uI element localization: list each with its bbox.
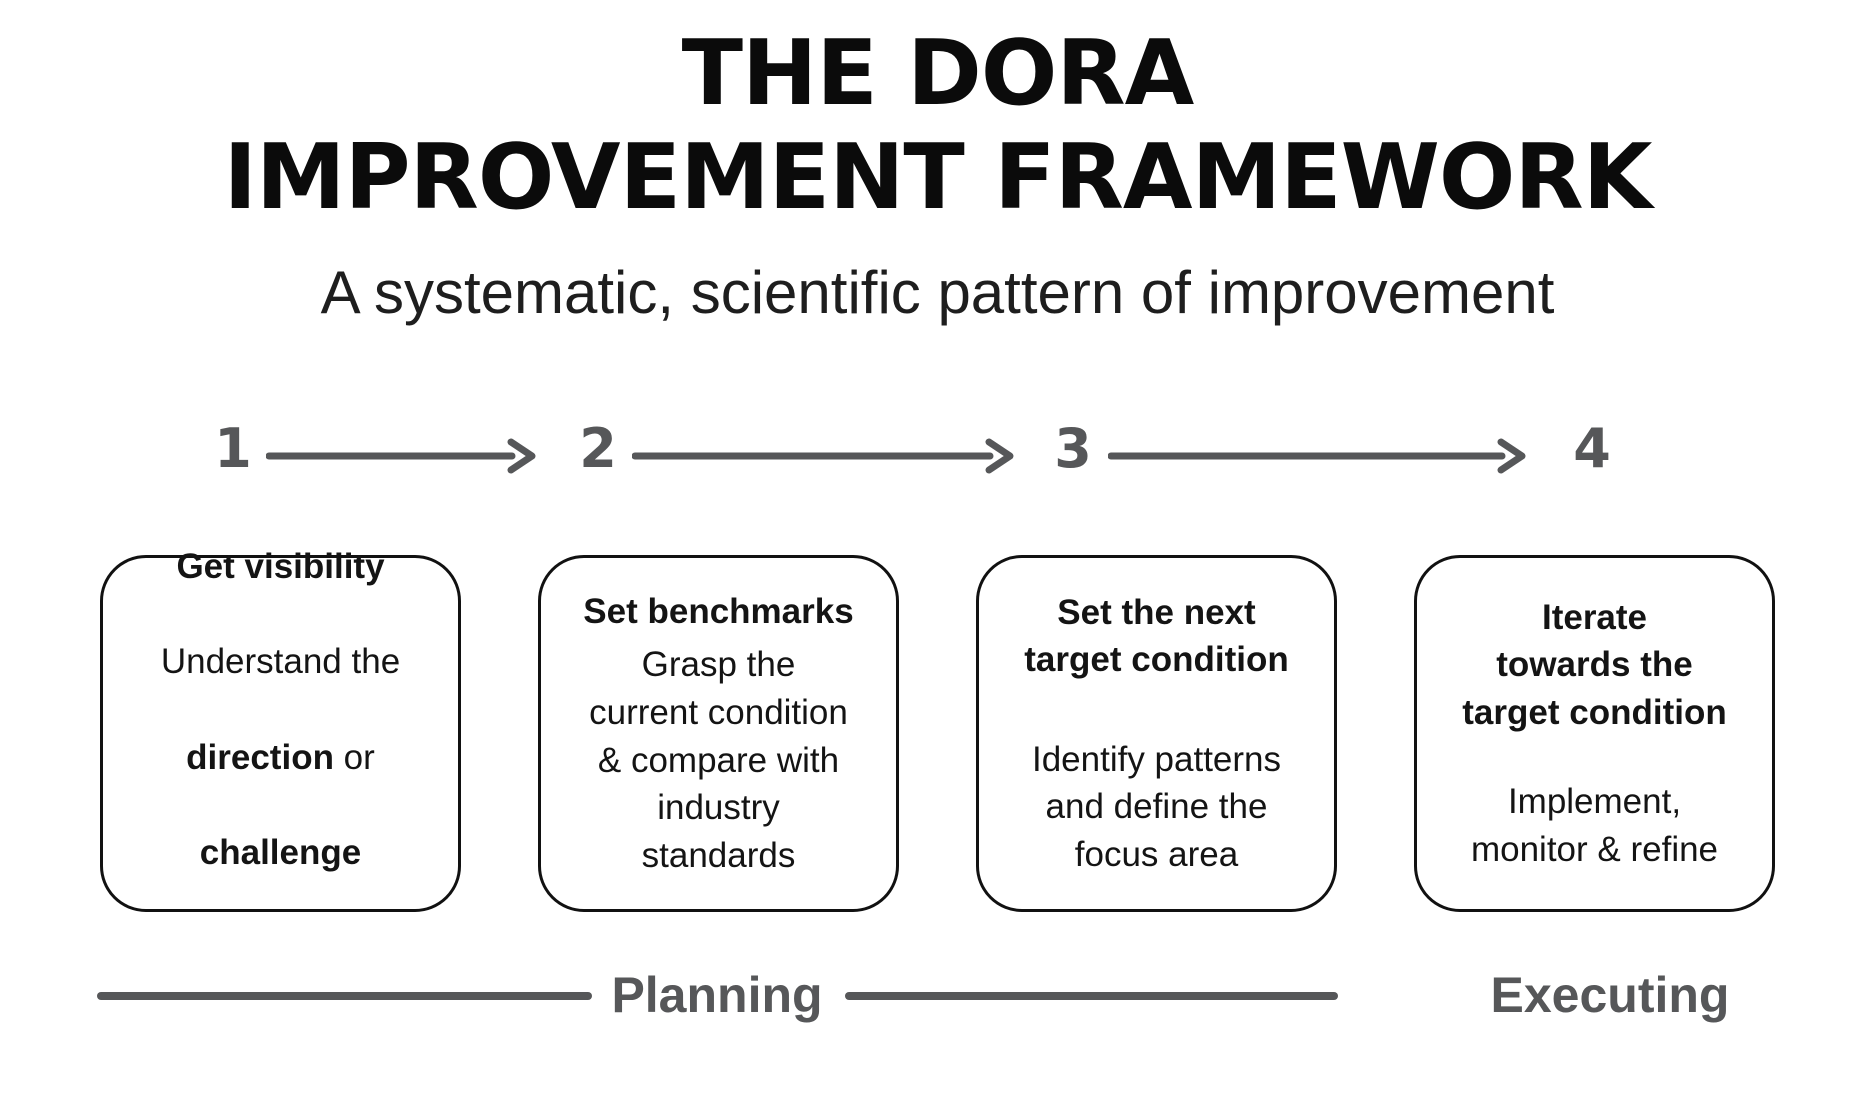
arrow-right-icon bbox=[266, 434, 538, 478]
step-card-3: Set the next target condition Identify p… bbox=[976, 555, 1337, 912]
card-spacer bbox=[1437, 736, 1752, 778]
bold-word: direction bbox=[186, 737, 334, 777]
page-title-line-1: THE DORA bbox=[681, 21, 1195, 126]
step-number-4: 4 bbox=[1573, 417, 1611, 480]
step-card-body: Understand the direction or challenge bbox=[161, 591, 400, 924]
page-title-line-2: IMPROVEMENT FRAMEWORK bbox=[223, 125, 1653, 231]
arrow-right-icon bbox=[632, 434, 1016, 478]
page-subtitle: A systematic, scientific pattern of impr… bbox=[320, 259, 1555, 326]
step-card-1: Get visibility Understand the direction … bbox=[100, 547, 461, 912]
step-card-2: Set benchmarks Grasp the current conditi… bbox=[538, 555, 899, 912]
body-line: Understand the bbox=[160, 642, 401, 682]
phase-label-planning: Planning bbox=[611, 967, 823, 1023]
step-card-body: Grasp the current condition & compare wi… bbox=[589, 645, 848, 875]
step-card-body: Identify patterns and define the focus a… bbox=[1031, 739, 1282, 874]
phase-line-right bbox=[845, 992, 1338, 1000]
step-card-title: Set benchmarks bbox=[583, 591, 854, 631]
step-number-3: 3 bbox=[1054, 417, 1092, 480]
body-line: direction or bbox=[161, 734, 400, 782]
step-card-title: Get visibility bbox=[176, 547, 385, 587]
page-title: THE DORA IMPROVEMENT FRAMEWORK bbox=[0, 21, 1875, 231]
body-line: challenge bbox=[161, 829, 400, 877]
step-card-title: Iterate towards the target condition bbox=[1462, 597, 1727, 732]
step-card-4: Iterate towards the target condition Imp… bbox=[1414, 555, 1775, 912]
step-card-title: Set the next target condition bbox=[1024, 592, 1289, 680]
body-text: or bbox=[333, 737, 375, 777]
phase-line-left bbox=[97, 992, 592, 1000]
phase-label-executing: Executing bbox=[1490, 967, 1730, 1023]
card-spacer bbox=[999, 684, 1314, 736]
bold-word: challenge bbox=[199, 832, 362, 872]
step-cards-row: Get visibility Understand the direction … bbox=[100, 547, 1775, 912]
step-number-2: 2 bbox=[579, 417, 617, 480]
step-number-1: 1 bbox=[214, 417, 252, 480]
arrow-right-icon bbox=[1108, 434, 1528, 478]
step-card-body: Implement, monitor & refine bbox=[1470, 782, 1719, 869]
